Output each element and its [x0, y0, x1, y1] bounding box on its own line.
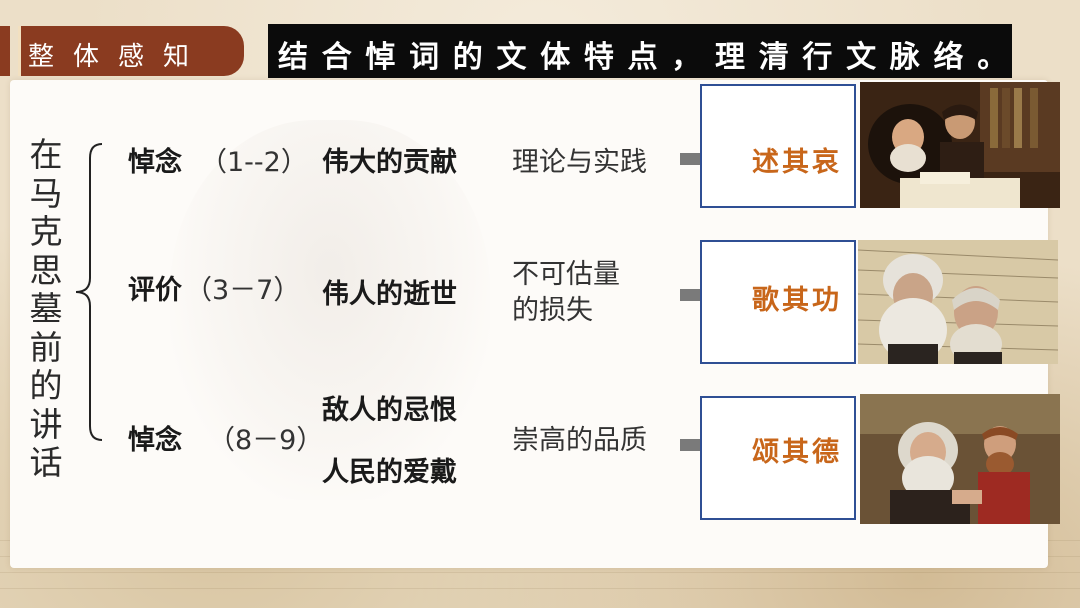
row3-section: 悼念	[128, 418, 182, 457]
row1-point: 理论与实践	[512, 140, 647, 179]
row2-range: （3－7）	[185, 268, 300, 307]
row2-point-line1: 不可估量	[512, 252, 620, 291]
row3-content-1: 敌人的忌恨	[322, 388, 457, 427]
row3-point: 崇高的品质	[512, 418, 647, 457]
tag-divider	[18, 26, 21, 76]
marx-engels-painting-icon	[860, 82, 1060, 208]
row3-content-2: 人民的爱戴	[322, 450, 457, 489]
row2-point-line2: 的损失	[512, 288, 593, 327]
summary-label-1: 述其哀	[752, 140, 842, 179]
summary-label-3: 颂其德	[752, 430, 842, 469]
summary-label-2: 歌其功	[752, 278, 842, 317]
row1-range: （1--2）	[200, 140, 308, 179]
marx-engels-portraits-icon	[858, 240, 1058, 364]
page-title: 结合悼词的文体特点，理清行文脉络。	[278, 32, 1021, 76]
row3-range: （8－9）	[208, 418, 323, 457]
row1-content: 伟大的贡献	[322, 140, 457, 179]
row2-section: 评价	[128, 268, 182, 307]
marx-engels-conversation-icon	[860, 394, 1060, 524]
vertical-title: 在马克思墓前的讲话	[26, 136, 66, 483]
row2-content: 伟人的逝世	[322, 272, 457, 311]
row1-section: 悼念	[128, 140, 182, 179]
tag-left-strip	[0, 26, 10, 76]
section-tag-label: 整体感知	[28, 36, 208, 73]
left-brace-icon	[70, 140, 110, 444]
